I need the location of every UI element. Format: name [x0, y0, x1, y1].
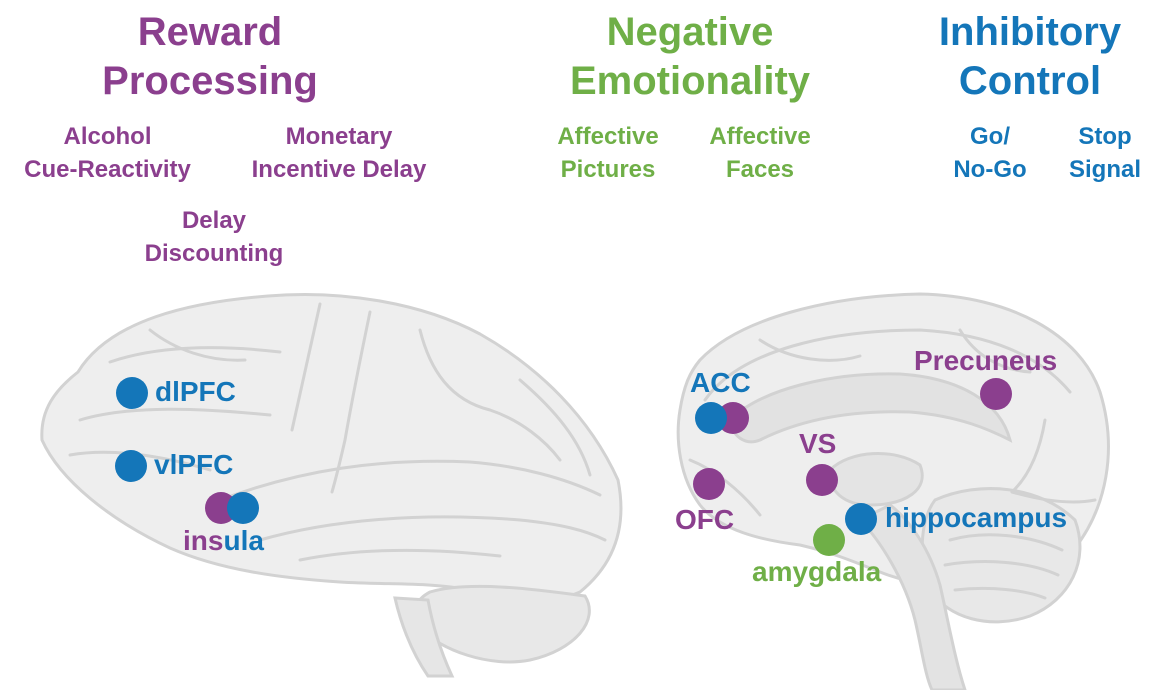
thalamus — [828, 452, 924, 507]
task-monetary-incentive-delay: Monetary Incentive Delay — [251, 123, 427, 184]
negative-emotionality-heading: Negative Emotionality — [569, 10, 811, 103]
reward-processing-heading: Reward Processing — [102, 10, 318, 103]
task-affective-faces: Affective Faces — [709, 123, 811, 184]
corpus-callosum — [728, 372, 1013, 444]
inhibitory-control-heading: Inhibitory Control — [938, 10, 1122, 103]
sylvian-fissure — [218, 459, 602, 502]
vs-label: VS — [799, 428, 837, 459]
occipital-fold — [518, 378, 592, 477]
temporal-sulcus — [258, 515, 607, 542]
insula-label-part1: ins — [183, 525, 224, 556]
frontal-sulcus-inferior — [78, 407, 272, 422]
dlpfc-marker-inhibitory — [116, 377, 148, 409]
acc-label: ACC — [690, 367, 751, 398]
insula-marker-inhibitory — [227, 492, 259, 524]
acc-marker-inhibitory — [695, 402, 727, 434]
precuneus-label: Precuneus — [914, 345, 1058, 376]
insula-label: insula — [183, 525, 264, 557]
insula-label-part2: ula — [223, 525, 264, 556]
task-affective-pictures: Affective Pictures — [557, 123, 659, 184]
lateral-brain — [40, 293, 623, 678]
parietal-sulcus — [418, 328, 562, 462]
cingulate-sulcus — [703, 328, 1072, 402]
cerebellum-folia — [943, 533, 1064, 600]
precuneus-marker-reward — [980, 378, 1012, 410]
medial-brain — [676, 292, 1110, 690]
task-delay-discounting: Delay Discounting — [144, 207, 284, 268]
vlpfc-label: vlPFC — [154, 449, 234, 480]
hippocampus-label: hippocampus — [885, 502, 1068, 533]
frontal-medial-fold — [688, 458, 762, 517]
vs-marker-reward — [806, 464, 838, 496]
vlpfc-marker-inhibitory — [115, 450, 147, 482]
ofc-label: OFC — [675, 504, 735, 535]
task-stop-signal: Stop Signal — [1068, 123, 1141, 184]
parieto-occipital-sulcus — [1010, 418, 1047, 494]
frontal-gyrus-fold-1 — [148, 328, 247, 362]
amygdala-marker-negative — [813, 524, 845, 556]
frontal-sulcus-superior — [108, 346, 282, 364]
task-go-no-go: Go/ No-Go — [953, 123, 1027, 184]
hippocampus-marker-inhibitory — [845, 503, 877, 535]
dlpfc-label: dlPFC — [155, 376, 236, 407]
temporal-fold — [298, 548, 502, 562]
lateral-brainstem — [393, 596, 455, 678]
calcarine-sulcus — [1010, 490, 1097, 504]
precentral-sulcus — [290, 302, 322, 432]
medial-fold-1 — [758, 338, 862, 362]
ofc-marker-reward — [693, 468, 725, 500]
task-alcohol-cue-reactivity: Alcohol Cue-Reactivity — [24, 123, 191, 184]
medial-fold-2 — [958, 328, 1032, 374]
amygdala-label: amygdala — [752, 556, 882, 587]
central-sulcus — [330, 310, 372, 494]
